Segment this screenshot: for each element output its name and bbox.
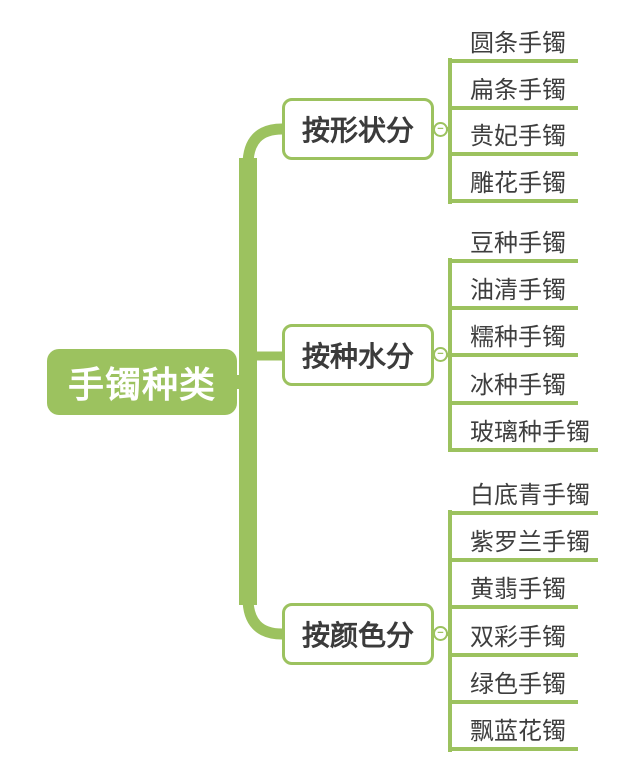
leaf-node[interactable]: 双彩手镯 — [448, 615, 578, 657]
leaf-label: 玻璃种手镯 — [470, 418, 590, 446]
leaf-node[interactable]: 圆条手镯 — [448, 21, 578, 63]
leaf-label: 扁条手镯 — [470, 76, 566, 104]
leaf-node[interactable]: 绿色手镯 — [448, 662, 578, 704]
minus-icon: − — [437, 627, 444, 639]
branch-node-color[interactable]: 按颜色分 — [282, 603, 434, 665]
leaf-label: 贵妃手镯 — [470, 122, 566, 150]
leaf-label: 油清手镯 — [470, 276, 566, 304]
leaf-node[interactable]: 冰种手镯 — [448, 363, 578, 405]
leaf-node[interactable]: 飘蓝花镯 — [448, 709, 578, 751]
leaf-node[interactable]: 紫罗兰手镯 — [448, 520, 598, 562]
leaf-node[interactable]: 白底青手镯 — [448, 473, 598, 515]
leaf-label: 白底青手镯 — [470, 481, 590, 509]
leaf-node[interactable]: 贵妃手镯 — [448, 114, 578, 156]
leaf-label: 双彩手镯 — [470, 623, 566, 651]
leaf-label: 糯种手镯 — [470, 323, 566, 351]
collapse-button-shape[interactable]: − — [433, 122, 448, 137]
leaf-label: 飘蓝花镯 — [470, 717, 566, 745]
minus-icon: − — [437, 123, 444, 135]
minus-icon: − — [437, 348, 444, 360]
leaf-label: 豆种手镯 — [470, 229, 566, 257]
leaf-node[interactable]: 糯种手镯 — [448, 315, 578, 357]
collapse-button-water[interactable]: − — [433, 347, 448, 362]
leaf-node[interactable]: 黄翡手镯 — [448, 567, 578, 609]
collapse-button-color[interactable]: − — [433, 626, 448, 641]
branch-node-shape[interactable]: 按形状分 — [282, 98, 434, 160]
leaf-node[interactable]: 玻璃种手镯 — [448, 410, 598, 452]
leaf-node[interactable]: 扁条手镯 — [448, 68, 578, 110]
branch1-leaf-group-line — [448, 58, 452, 204]
leaf-node[interactable]: 油清手镯 — [448, 268, 578, 310]
leaf-label: 冰种手镯 — [470, 371, 566, 399]
branch3-leaf-group-line — [448, 510, 452, 752]
leaf-label: 黄翡手镯 — [470, 575, 566, 603]
leaf-label: 紫罗兰手镯 — [470, 528, 590, 556]
leaf-node[interactable]: 雕花手镯 — [448, 161, 578, 203]
leaf-label: 雕花手镯 — [470, 169, 566, 197]
leaf-label: 绿色手镯 — [470, 670, 566, 698]
branch-node-water[interactable]: 按种水分 — [282, 324, 434, 386]
leaf-node[interactable]: 豆种手镯 — [448, 221, 578, 263]
root-node[interactable]: 手镯种类 — [47, 349, 237, 415]
leaf-label: 圆条手镯 — [470, 29, 566, 57]
